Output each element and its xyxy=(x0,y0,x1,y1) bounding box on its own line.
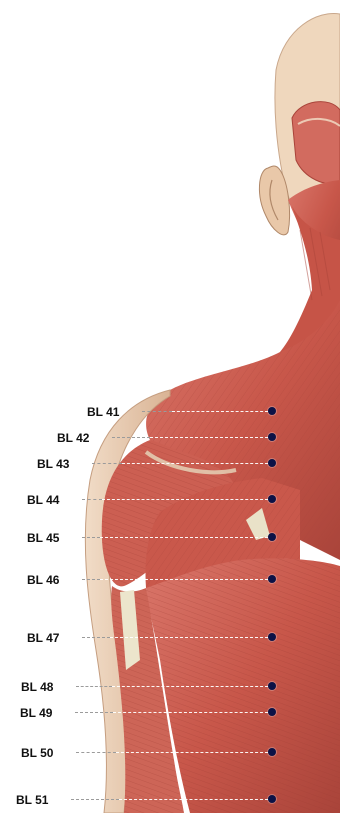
leader-line xyxy=(76,686,112,687)
leader-line xyxy=(150,437,268,438)
leader-line xyxy=(75,712,113,713)
leader-line xyxy=(76,752,116,753)
acupoint-row: BL 47 xyxy=(0,628,340,648)
acupoint-dot xyxy=(268,748,276,756)
leader-line xyxy=(82,537,100,538)
leader-line xyxy=(112,437,150,438)
acupoint-label: BL 51 xyxy=(16,790,48,810)
acupoint-row: BL 48 xyxy=(0,677,340,697)
acupoint-dot xyxy=(268,495,276,503)
leader-line xyxy=(82,579,100,580)
leader-line xyxy=(82,499,102,500)
acupoint-row: BL 42 xyxy=(0,428,340,448)
leader-line xyxy=(100,579,268,580)
leader-line xyxy=(110,637,268,638)
acupoint-label: BL 46 xyxy=(27,570,59,590)
leader-line xyxy=(82,637,110,638)
leader-line xyxy=(112,686,268,687)
acupoint-dot xyxy=(268,533,276,541)
acupoint-row: BL 46 xyxy=(0,570,340,590)
acupoint-dot xyxy=(268,407,276,415)
acupoint-row: BL 45 xyxy=(0,528,340,548)
acupoint-row: BL 44 xyxy=(0,490,340,510)
leader-line xyxy=(142,411,172,412)
acupoint-dot xyxy=(268,708,276,716)
acupoint-row: BL 41 xyxy=(0,402,340,422)
acupoint-label: BL 44 xyxy=(27,490,59,510)
acupoint-dot xyxy=(268,575,276,583)
leader-line xyxy=(122,463,268,464)
acupoint-label: BL 45 xyxy=(27,528,59,548)
acupoint-label: BL 42 xyxy=(57,428,89,448)
acupoint-row: BL 49 xyxy=(0,703,340,723)
acupoint-dot xyxy=(268,795,276,803)
leader-line xyxy=(113,712,268,713)
leader-line xyxy=(71,799,119,800)
acupoint-row: BL 51 xyxy=(0,790,340,810)
leader-line xyxy=(116,752,268,753)
acupoint-label: BL 50 xyxy=(21,743,53,763)
acupoint-row: BL 50 xyxy=(0,743,340,763)
acupoint-row: BL 43 xyxy=(0,454,340,474)
acupoint-dot xyxy=(268,433,276,441)
acupoint-label: BL 49 xyxy=(20,703,52,723)
acupoint-dot xyxy=(268,682,276,690)
acupoint-label: BL 47 xyxy=(27,628,59,648)
leader-line xyxy=(92,463,122,464)
acupoint-dot xyxy=(268,459,276,467)
acupoint-label: BL 48 xyxy=(21,677,53,697)
leader-line xyxy=(119,799,268,800)
acupoint-label: BL 41 xyxy=(87,402,119,422)
leader-line xyxy=(172,411,268,412)
leader-line xyxy=(100,537,268,538)
acupoint-label: BL 43 xyxy=(37,454,69,474)
acupoint-dot xyxy=(268,633,276,641)
leader-line xyxy=(102,499,268,500)
